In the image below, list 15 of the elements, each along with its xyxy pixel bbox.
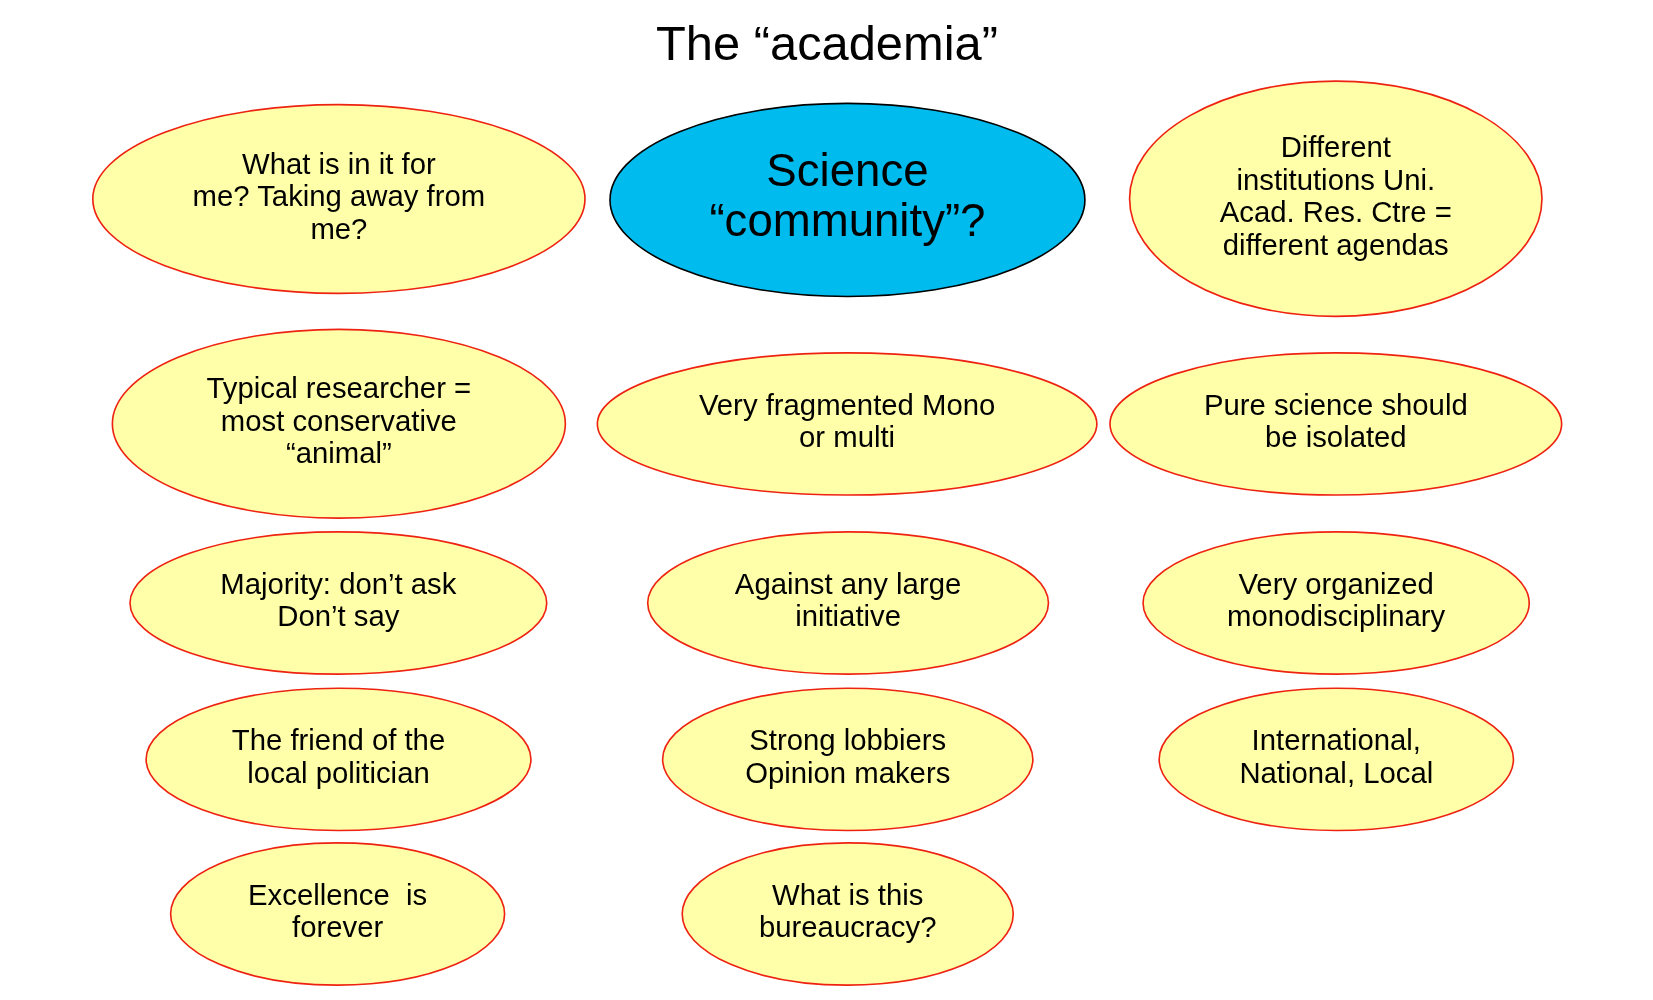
node-ellipse: The friend of the local politician — [144, 687, 532, 832]
diagram-title: The “academia” — [655, 16, 998, 71]
node-ellipse: Against any large initiative — [646, 531, 1049, 675]
node-ellipse: Pure science should be isolated — [1108, 352, 1562, 496]
node-ellipse: Strong lobbiers Opinion makers — [661, 687, 1034, 832]
node-ellipse: Typical researcher = most conservative “animal” — [111, 328, 566, 519]
node-ellipse: Very organized monodisciplinary — [1141, 531, 1530, 675]
node-ellipse: Majority: don’t ask Don’t say — [128, 531, 548, 675]
node-ellipse: Very fragmented Mono or multi — [596, 352, 1098, 496]
node-ellipse: Science “community”? — [608, 102, 1086, 298]
node-ellipse: International, National, Local — [1157, 687, 1514, 832]
node-ellipse: Excellence is forever — [169, 842, 505, 986]
node-ellipse: What is in it for me? Taking away from me? — [91, 103, 586, 295]
node-ellipse: Different institutions Uni. Acad. Res. Ctre = different agendas — [1128, 80, 1543, 318]
node-ellipse: What is this bureaucracy? — [680, 842, 1014, 986]
